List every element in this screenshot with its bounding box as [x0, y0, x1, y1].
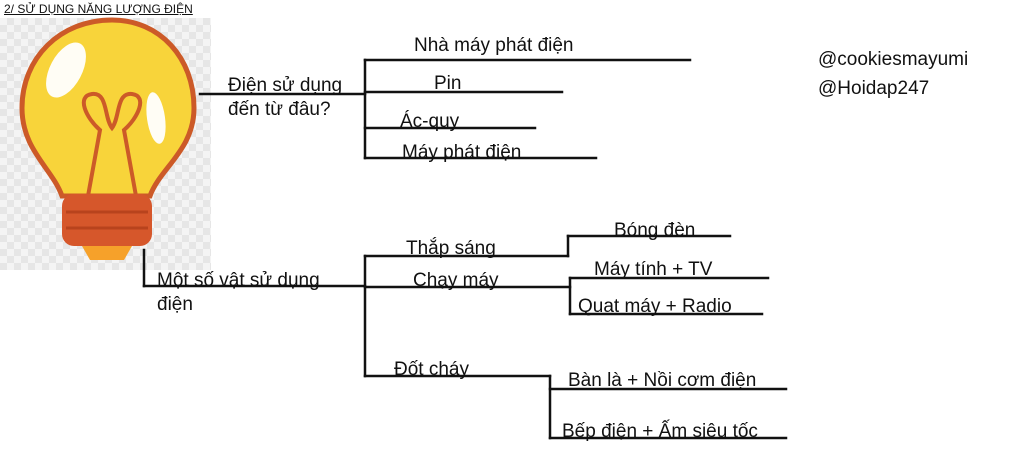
credit-handle: @Hoidap247 [818, 78, 930, 99]
source-item: Ác-quy [400, 111, 460, 132]
source-item: Pin [434, 73, 462, 94]
question-line-1: Điện sử dụng [228, 75, 343, 96]
device-item: Bếp điện + Ấm siêu tốc [562, 421, 758, 442]
device-item: Máy tính + TV [594, 259, 713, 280]
branch-label-line-1: Một số vật sử dụng [157, 270, 320, 291]
question-line-2: đến từ đâu? [228, 98, 331, 120]
group-label: Thắp sáng [406, 238, 496, 259]
credit-handle: @cookiesmayumi [818, 49, 969, 70]
device-item: Quạt máy + Radio [578, 296, 732, 317]
light-bulb-icon [19, 17, 197, 260]
group-label: Chạy máy [413, 270, 499, 291]
branch-label: Một số vật sử dụng điện [157, 269, 320, 317]
source-item: Nhà máy phát điện [414, 35, 574, 56]
branch-question: Điện sử dụng đến từ đâu? [228, 74, 342, 122]
device-item: Bóng đèn [614, 220, 696, 241]
group-label: Đốt cháy [394, 359, 469, 380]
source-item: Máy phát điện [402, 142, 522, 163]
page-title: 2/ SỬ DỤNG NĂNG LƯỢNG ĐIỆN [4, 2, 193, 16]
branch-label-line-2: điện [157, 293, 193, 315]
device-item: Bàn là + Nồi cơm điện [568, 370, 757, 391]
